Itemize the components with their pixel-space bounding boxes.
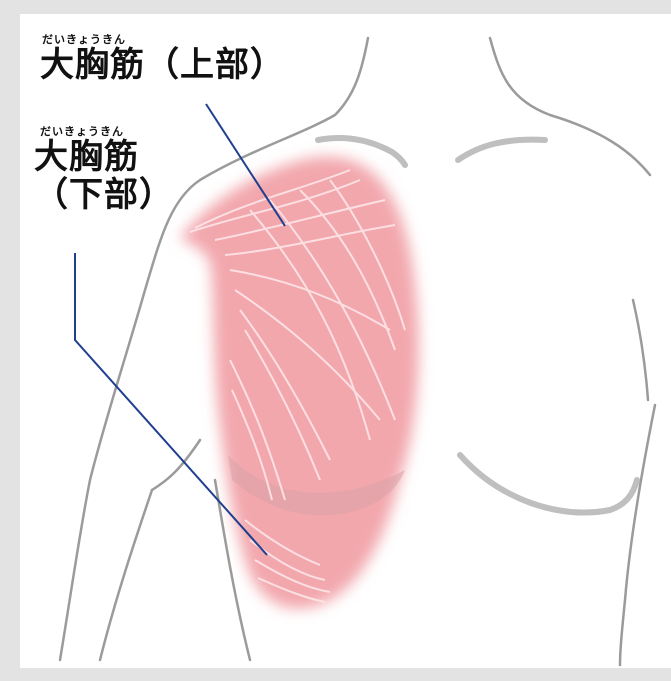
label-lower-line1: 大胸筋 [34,138,174,176]
label-upper-text: 大胸筋（上部） [40,46,285,84]
label-lower-pectoral: だいきょうきん 大胸筋 （下部） [34,126,174,214]
label-upper-pectoral: だいきょうきん 大胸筋（上部） [40,34,285,84]
label-lower-line2: （下部） [34,176,174,214]
